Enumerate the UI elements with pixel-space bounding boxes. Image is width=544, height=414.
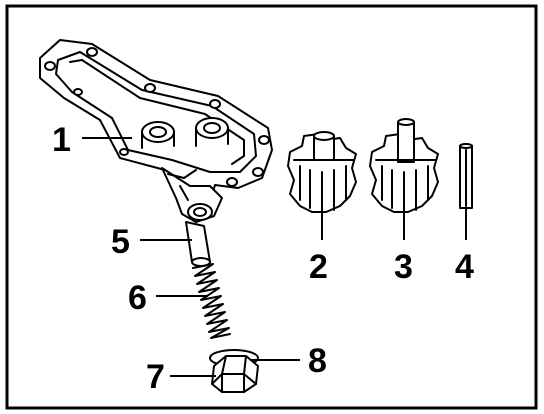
pump-cover [39, 39, 273, 223]
callout-2: 2 [309, 248, 328, 286]
callout-7: 7 [146, 358, 165, 396]
callout-3: 3 [394, 248, 413, 286]
callout-4: 4 [455, 248, 474, 286]
callout-8: 8 [308, 342, 327, 380]
diagram-border [5, 4, 538, 410]
shaft-pin [459, 143, 473, 209]
relief-valve-piston [185, 221, 211, 267]
plug-bolt [209, 349, 259, 393]
driven-gear [369, 118, 439, 213]
drive-gear [287, 131, 357, 213]
callout-5: 5 [111, 223, 130, 261]
callout-1: 1 [52, 121, 71, 159]
callout-6: 6 [128, 279, 147, 317]
relief-valve-spring [192, 263, 231, 339]
